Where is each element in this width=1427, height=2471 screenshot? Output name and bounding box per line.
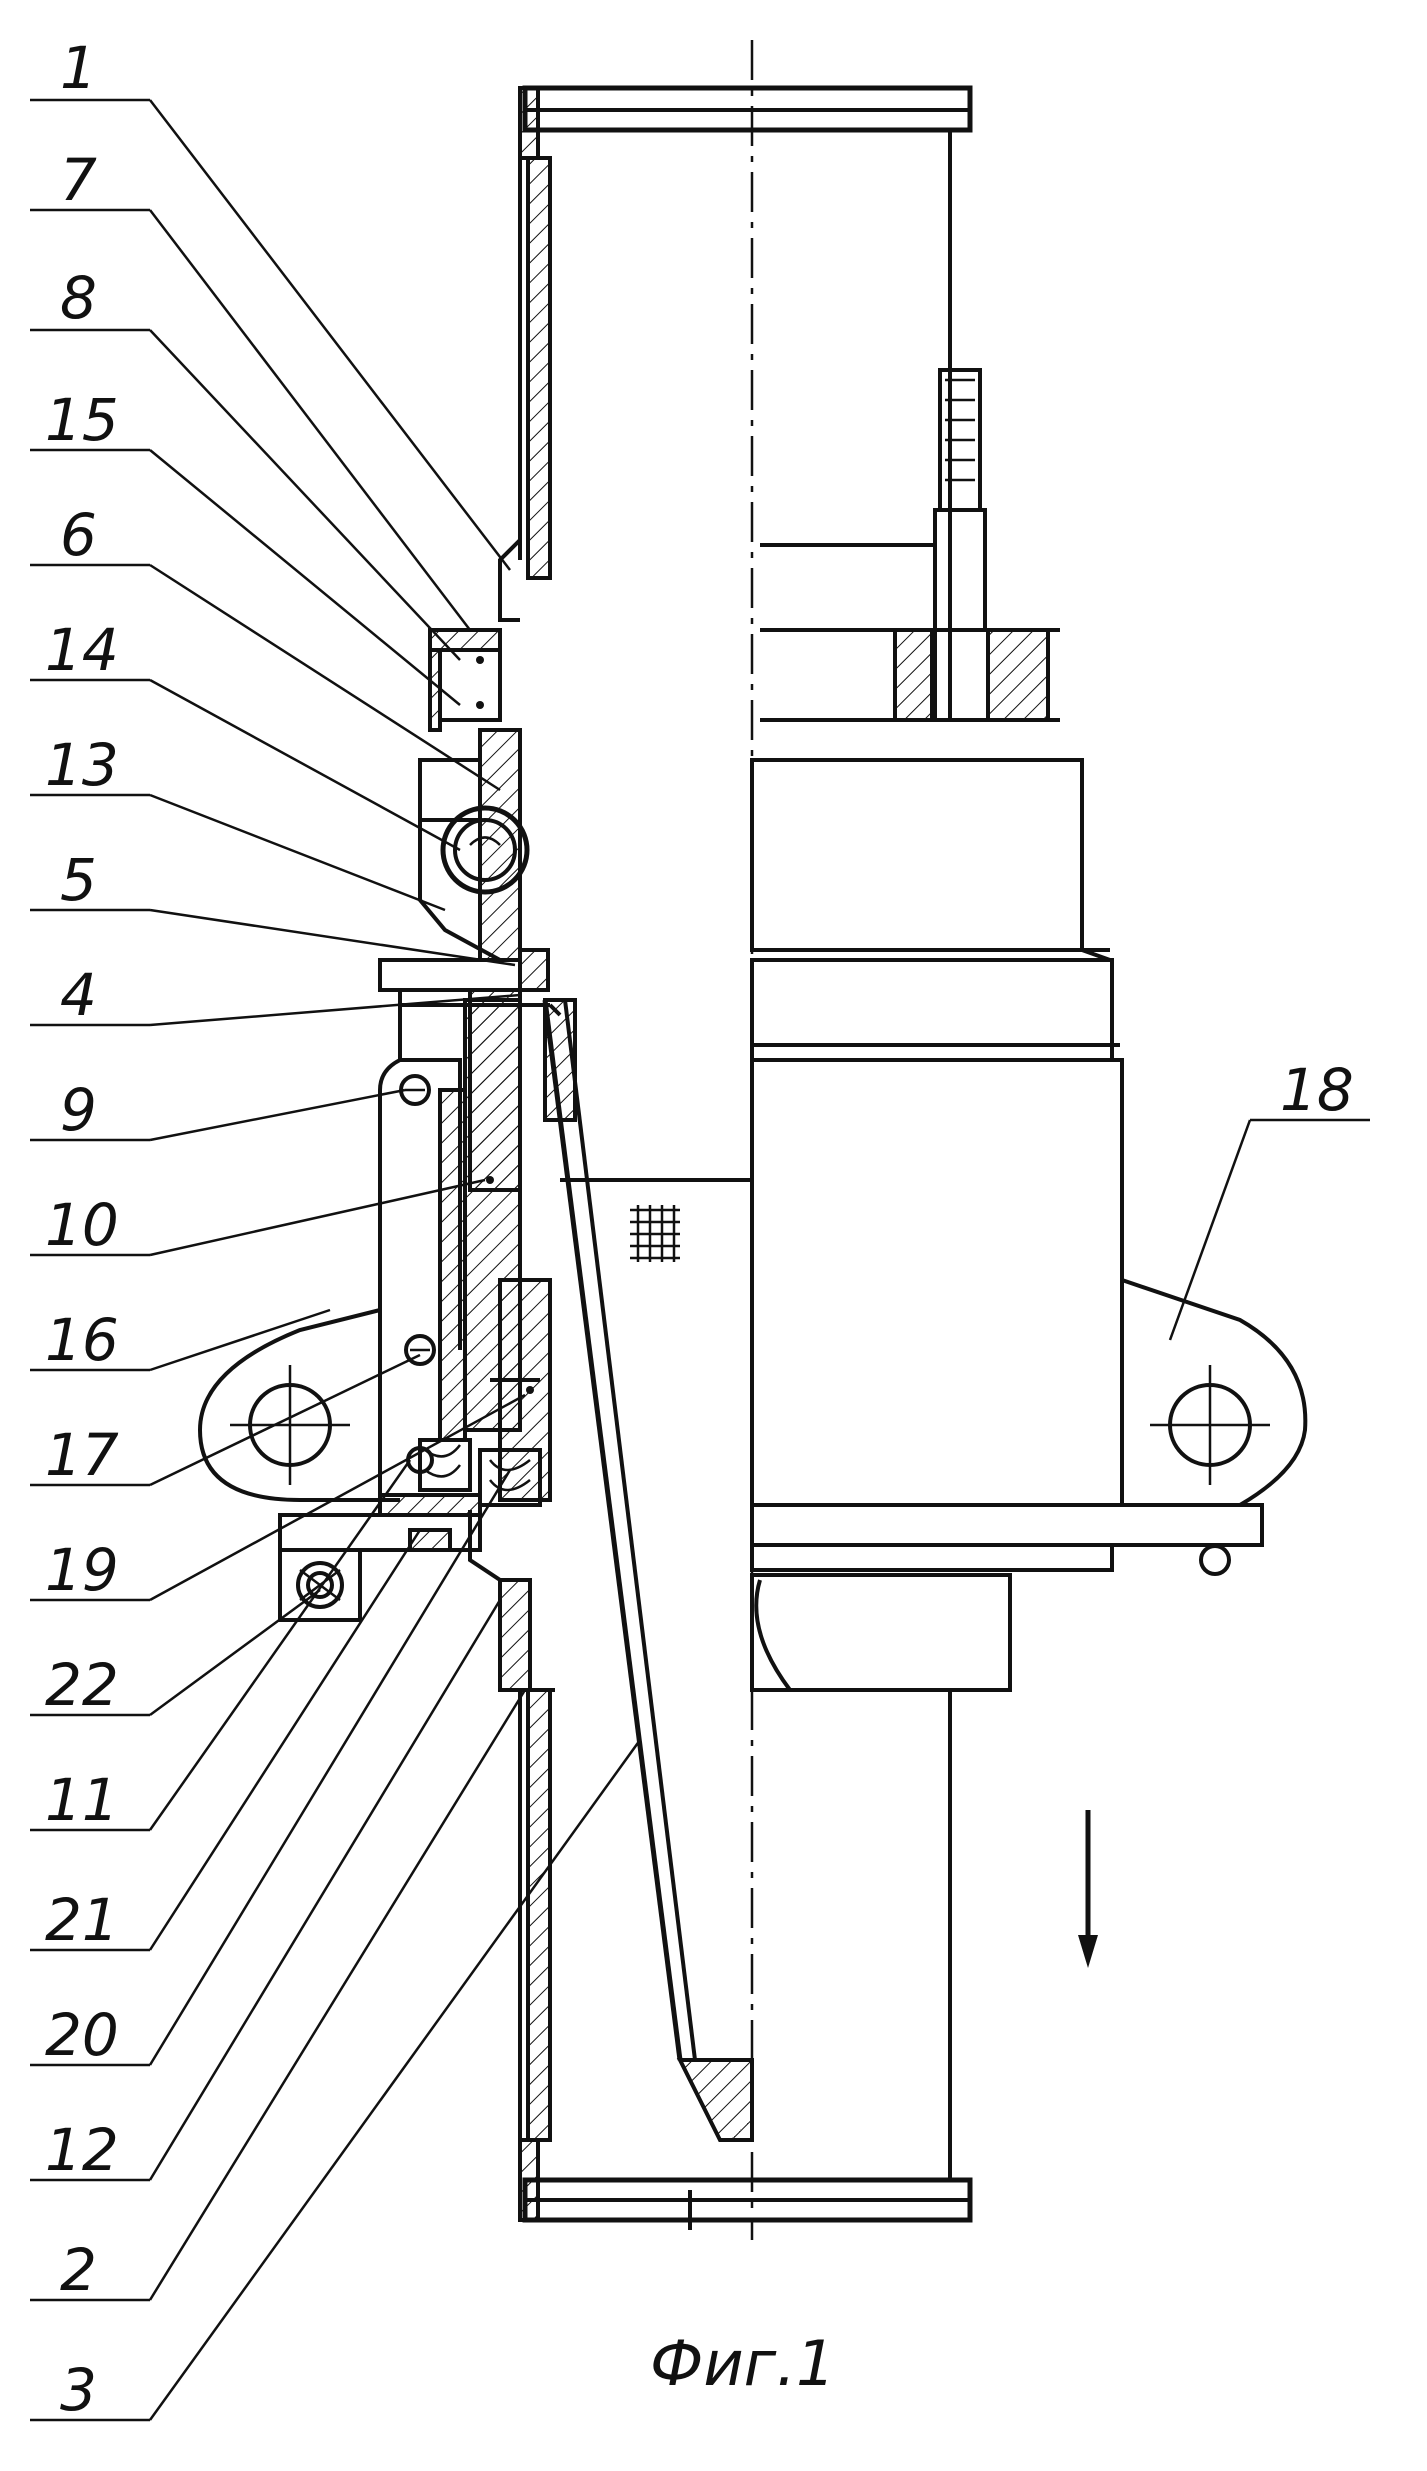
callout-2: 2 — [60, 2236, 97, 2304]
lug-right — [1122, 1280, 1305, 1505]
callout-21: 21 — [45, 1886, 119, 1954]
callout-14: 14 — [45, 616, 119, 684]
lug-left — [200, 1310, 380, 1500]
grid-mark — [630, 1205, 680, 1262]
callout-19: 19 — [45, 1536, 119, 1604]
callout-11: 11 — [45, 1766, 119, 1834]
callout-13: 13 — [45, 731, 119, 799]
callout-3: 3 — [60, 2356, 97, 2424]
callout-10: 10 — [45, 1191, 119, 1259]
callout-5: 5 — [60, 846, 97, 914]
callout-8: 8 — [60, 264, 97, 332]
callout-9: 9 — [60, 1076, 97, 1144]
direction-arrow — [1078, 1810, 1098, 1968]
callout-1: 1 — [60, 34, 97, 102]
callout-17: 17 — [45, 1421, 119, 1489]
inclined-rod — [545, 1000, 752, 2140]
bolt — [760, 370, 1060, 720]
callout-18: 18 — [1280, 1056, 1354, 1124]
figure-caption: Фиг.1 — [650, 2327, 835, 2400]
callout-7: 7 — [60, 146, 97, 214]
pipe-body — [520, 88, 970, 2230]
callout-12: 12 — [45, 2116, 119, 2184]
callout-4: 4 — [60, 961, 97, 1029]
callout-15: 15 — [45, 386, 119, 454]
callout-16: 16 — [45, 1306, 119, 1374]
callout-6: 6 — [60, 501, 97, 569]
callout-22: 22 — [45, 1651, 119, 1719]
housing — [630, 760, 1262, 1690]
callout-20: 20 — [45, 2001, 119, 2069]
mechanism-left — [280, 540, 560, 1690]
